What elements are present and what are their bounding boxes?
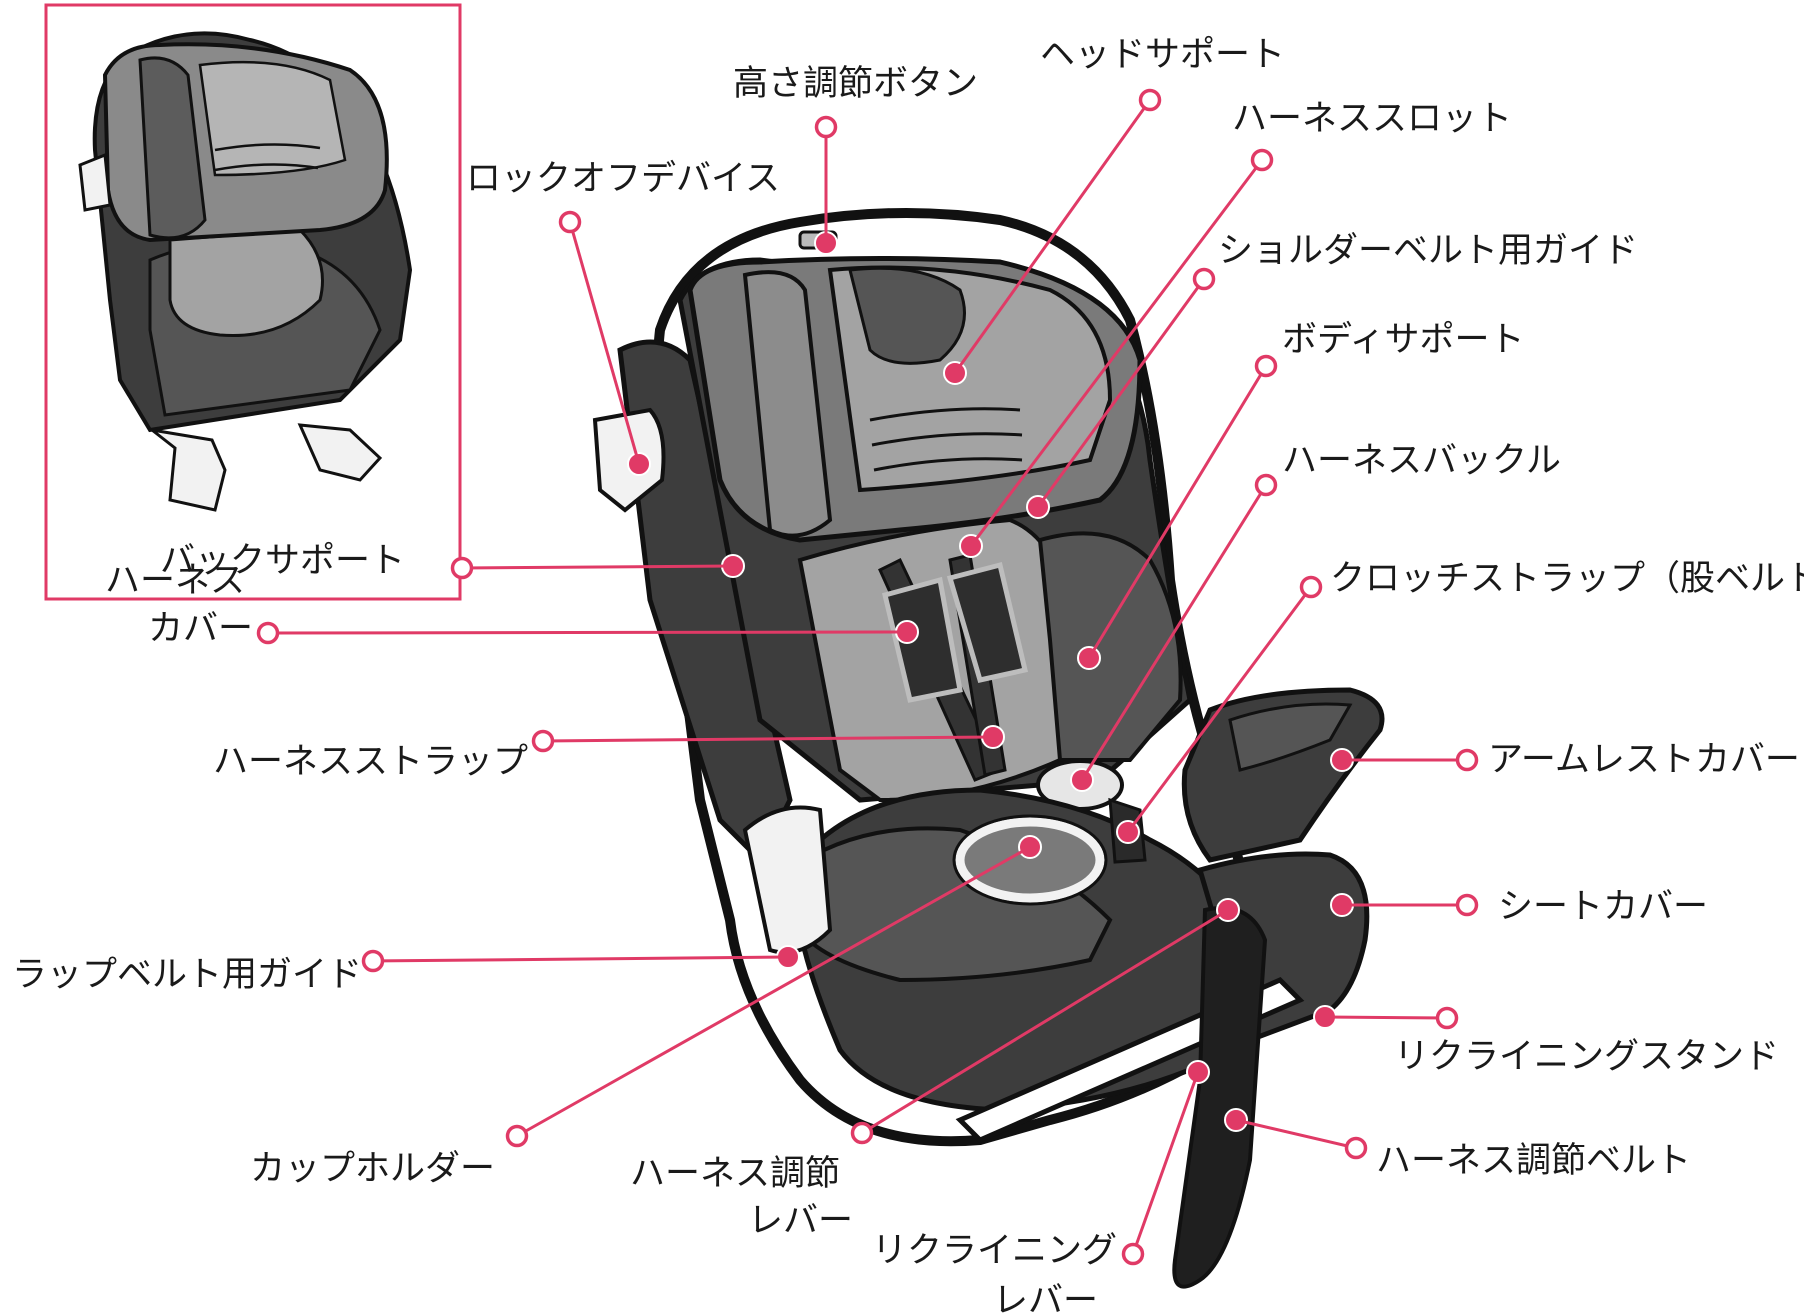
endpoint-circle bbox=[1192, 267, 1216, 291]
label-harness-slot: ハーネススロット bbox=[1232, 99, 1512, 139]
label-shoulder-belt-guide: ショルダーベルト用ガイド bbox=[1218, 231, 1638, 271]
label-body-support: ボディサポート bbox=[1282, 320, 1525, 360]
label-cup-holder: カップホルダー bbox=[250, 1149, 495, 1189]
endpoint-circle bbox=[1455, 748, 1479, 772]
labels: 高さ調節ボタン ヘッドサポート ロックオフデバイス ハーネススロット ショルダー… bbox=[12, 35, 1804, 1314]
leader-line bbox=[1080, 484, 1268, 781]
leader-line bbox=[1087, 365, 1268, 659]
back-support-inset: バックサポート bbox=[44, 3, 462, 601]
leader-line bbox=[461, 564, 734, 570]
leader-line bbox=[1324, 1015, 1448, 1020]
leader-line bbox=[1235, 1118, 1357, 1150]
head-support-dark bbox=[848, 266, 966, 365]
endpoint-circle bbox=[1254, 473, 1278, 497]
leader-line bbox=[861, 908, 1229, 1135]
inset-lock-tab bbox=[78, 152, 112, 212]
label-harness-cover-1: ハーネス bbox=[105, 561, 245, 601]
label-reclining-lever-1: リクライニング bbox=[872, 1231, 1117, 1271]
label-reclining-lever-2: レバー bbox=[993, 1281, 1098, 1314]
cup-holder-outline bbox=[952, 814, 1108, 906]
label-crotch-strap: クロッチストラップ（股ベルト） bbox=[1330, 559, 1804, 599]
head-support-stripes bbox=[869, 407, 1023, 472]
leader-line bbox=[953, 99, 1152, 374]
label-lock-off-device: ロックオフデバイス bbox=[466, 159, 780, 199]
harness-adjust-belt bbox=[1172, 906, 1268, 1289]
leader-line bbox=[1131, 1071, 1200, 1255]
armrest-cover bbox=[1228, 702, 1353, 772]
leader-line bbox=[568, 221, 641, 465]
leader-line bbox=[1126, 586, 1313, 833]
leader-line bbox=[372, 955, 789, 963]
label-harness-adjust-belt: ハーネス調節ベルト bbox=[1376, 1141, 1691, 1181]
label-armrest-cover: アームレストカバー bbox=[1488, 740, 1800, 780]
endpoint-circle bbox=[1121, 1242, 1145, 1266]
endpoint-circle bbox=[558, 210, 582, 234]
endpoint-circle bbox=[850, 1121, 874, 1145]
car-seat bbox=[592, 207, 1385, 1289]
leader-line bbox=[516, 845, 1031, 1138]
label-reclining-stand: リクライニングスタンド bbox=[1394, 1037, 1779, 1077]
cup-holder bbox=[955, 817, 1105, 903]
label-harness-buckle: ハーネスバックル bbox=[1282, 441, 1561, 481]
label-height-adjust-button: 高さ調節ボタン bbox=[733, 64, 978, 104]
harness-cover-right bbox=[946, 561, 1029, 683]
inset-frame bbox=[44, 3, 462, 601]
inset-caption: バックサポート bbox=[160, 541, 405, 581]
leader-line bbox=[969, 159, 1264, 547]
endpoint-circle bbox=[1250, 148, 1274, 172]
label-head-support: ヘッドサポート bbox=[1040, 35, 1285, 75]
inset-headrest-center bbox=[198, 60, 347, 177]
label-lap-belt-guide: ラップベルト用ガイド bbox=[12, 955, 362, 995]
label-harness-adjust-lever-1: ハーネス調節 bbox=[630, 1154, 840, 1194]
body-support bbox=[1037, 531, 1183, 762]
endpoint-circle bbox=[531, 729, 555, 753]
endpoint-circle bbox=[814, 115, 838, 139]
inset-back-panel bbox=[168, 228, 324, 338]
leader-line bbox=[1036, 278, 1206, 508]
label-harness-strap: ハーネスストラップ bbox=[213, 742, 528, 782]
leader-line bbox=[542, 735, 994, 743]
inset-headrest-wing bbox=[138, 56, 207, 240]
endpoint-circle bbox=[1344, 1136, 1368, 1160]
endpoint-circle bbox=[1455, 893, 1479, 917]
head-support-wing bbox=[742, 270, 833, 538]
endpoint-circle bbox=[1254, 354, 1278, 378]
leader-line bbox=[267, 630, 908, 635]
harness-cover-left bbox=[882, 576, 963, 703]
callouts bbox=[256, 88, 1479, 1266]
endpoint-circle bbox=[1435, 1006, 1459, 1030]
label-harness-cover-2: カバー bbox=[148, 609, 253, 649]
endpoint-circle bbox=[1138, 88, 1162, 112]
inset-left-leg bbox=[151, 428, 227, 512]
endpoint-circle bbox=[505, 1124, 529, 1148]
label-seat-cover: シートカバー bbox=[1498, 887, 1708, 927]
endpoint-circle bbox=[361, 949, 385, 973]
endpoint-circle bbox=[1299, 575, 1323, 599]
endpoint-circles bbox=[256, 88, 1479, 1266]
inset-headrest-stripes bbox=[214, 143, 321, 172]
inset-right-leg bbox=[297, 423, 383, 482]
label-harness-adjust-lever-2: レバー bbox=[748, 1201, 853, 1241]
endpoint-circle bbox=[450, 556, 474, 580]
endpoint-circle bbox=[256, 621, 280, 645]
